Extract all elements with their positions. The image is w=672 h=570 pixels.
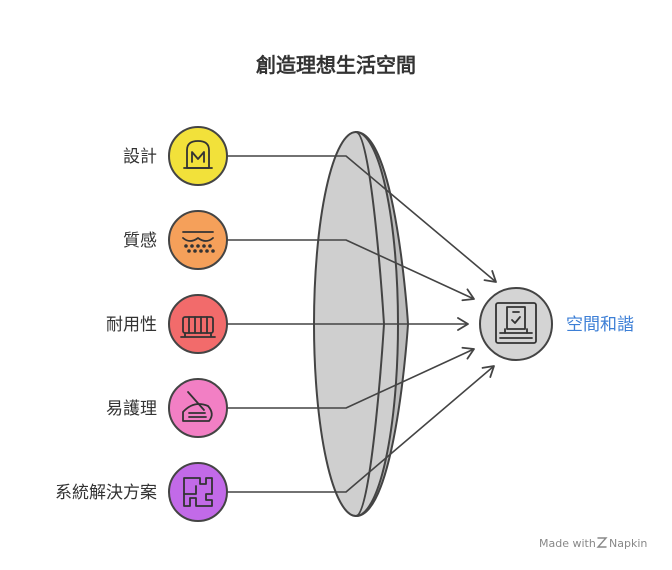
output-label: 空間和諧 xyxy=(566,315,634,335)
input-node-4: 易護理 xyxy=(106,378,228,438)
input-node-circle xyxy=(168,378,228,438)
input-node-circle xyxy=(168,294,228,354)
input-node-5: 系統解決方案 xyxy=(55,462,228,522)
texture-icon xyxy=(182,231,215,253)
input-label: 設計 xyxy=(123,147,157,167)
input-label: 易護理 xyxy=(106,399,157,419)
output-node: 空間和諧 xyxy=(479,287,634,361)
car-seat-icon xyxy=(183,140,213,169)
watermark-brand: Napkin xyxy=(609,537,647,550)
puzzle-icon xyxy=(183,477,213,507)
input-node-circle xyxy=(168,210,228,270)
watermark: Made with Napkin xyxy=(539,537,647,550)
crib-icon xyxy=(180,316,216,338)
input-node-2: 質感 xyxy=(123,210,228,270)
framed-space-icon xyxy=(495,302,537,344)
connector-4 xyxy=(227,346,475,409)
connector-lines xyxy=(227,155,497,493)
connector-5 xyxy=(227,365,495,493)
input-node-3: 耐用性 xyxy=(106,294,228,354)
input-node-circle xyxy=(168,126,228,186)
watermark-prefix: Made with xyxy=(539,537,596,550)
input-label: 耐用性 xyxy=(106,315,157,335)
connector-2 xyxy=(227,239,475,302)
connector-1 xyxy=(227,155,497,283)
napkin-logo-icon xyxy=(596,537,608,548)
input-node-circle xyxy=(168,462,228,522)
diagram-title: 創造理想生活空間 xyxy=(255,53,416,77)
input-label: 系統解決方案 xyxy=(55,483,157,503)
cleaning-brush-icon xyxy=(182,391,213,422)
input-label: 質感 xyxy=(123,231,157,251)
input-node-1: 設計 xyxy=(123,126,228,186)
